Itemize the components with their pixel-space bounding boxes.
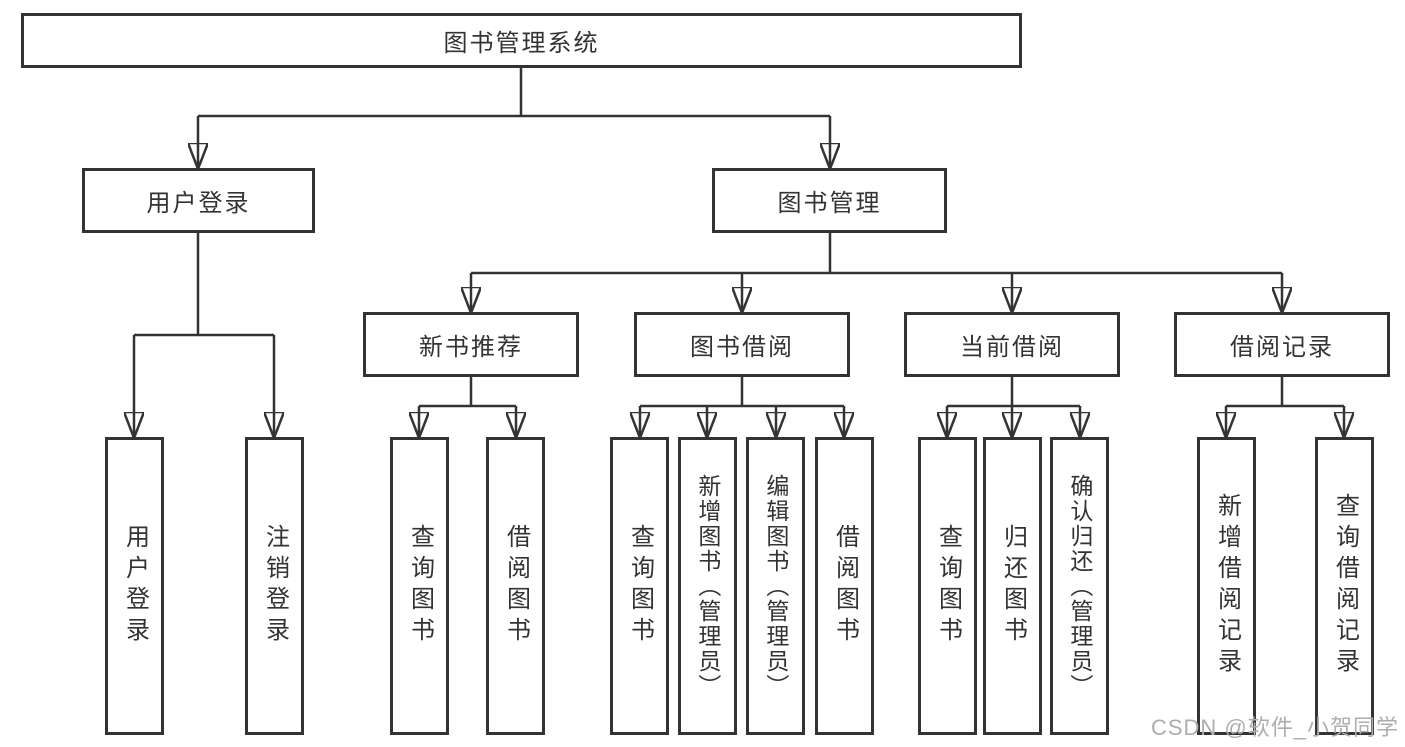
connector-book-borrow-children (640, 377, 844, 437)
leaf-return-books: 归还图书 (983, 437, 1042, 735)
leaf-confirm-return-admin: 确认归还（管理员） (1050, 437, 1109, 735)
leaf-logout-login: 注销登录 (245, 437, 304, 735)
leaf-borrow-books-rec-label: 借阅图书 (502, 524, 530, 648)
csdn-watermark: CSDN @软件_小贺同学 (1150, 715, 1399, 740)
connector-current-borrow-children (947, 377, 1080, 437)
leaf-user-login: 用户登录 (105, 437, 164, 735)
node-new-book-rec: 新书推荐 (363, 312, 579, 377)
leaf-query-books-current-label: 查询图书 (934, 524, 962, 648)
leaf-query-books-borrow: 查询图书 (610, 437, 669, 735)
leaf-borrow-books: 借阅图书 (815, 437, 874, 735)
leaf-user-login-label: 用户登录 (121, 524, 149, 648)
connector-root-to-level1 (198, 68, 830, 168)
leaf-add-books-admin: 新增图书（管理员） (678, 437, 737, 735)
leaf-query-books-rec-label: 查询图书 (406, 524, 434, 648)
leaf-query-books-current: 查询图书 (918, 437, 977, 735)
connector-user-login-children (134, 233, 274, 437)
node-book-borrow: 图书借阅 (634, 312, 850, 377)
leaf-logout-login-label: 注销登录 (261, 524, 289, 648)
node-borrow-record: 借阅记录 (1174, 312, 1390, 377)
leaf-add-borrow-record: 新增借阅记录 (1197, 437, 1256, 735)
node-current-borrow: 当前借阅 (904, 312, 1120, 377)
leaf-edit-books-admin: 编辑图书（管理员） (746, 437, 805, 735)
node-book-mgmt: 图书管理 (712, 168, 947, 233)
leaf-add-books-admin-label: 新增图书（管理员） (694, 473, 721, 699)
leaf-query-books-borrow-label: 查询图书 (626, 524, 654, 648)
leaf-borrow-books-rec: 借阅图书 (486, 437, 545, 735)
leaf-query-books-rec: 查询图书 (390, 437, 449, 735)
connector-borrow-record-children (1226, 377, 1344, 437)
node-library-mgmt-system: 图书管理系统 (21, 13, 1022, 68)
connector-book-mgmt-children (471, 233, 1282, 312)
leaf-edit-books-admin-label: 编辑图书（管理员） (762, 473, 789, 699)
leaf-query-borrow-record-label: 查询借阅记录 (1331, 493, 1359, 679)
connector-new-book-rec-children (419, 377, 516, 437)
leaf-query-borrow-record: 查询借阅记录 (1315, 437, 1374, 735)
node-user-login: 用户登录 (82, 168, 315, 233)
leaf-add-borrow-record-label: 新增借阅记录 (1213, 493, 1241, 679)
leaf-confirm-return-admin-label: 确认归还（管理员） (1066, 473, 1093, 699)
leaf-return-books-label: 归还图书 (999, 524, 1027, 648)
leaf-borrow-books-label: 借阅图书 (831, 524, 859, 648)
